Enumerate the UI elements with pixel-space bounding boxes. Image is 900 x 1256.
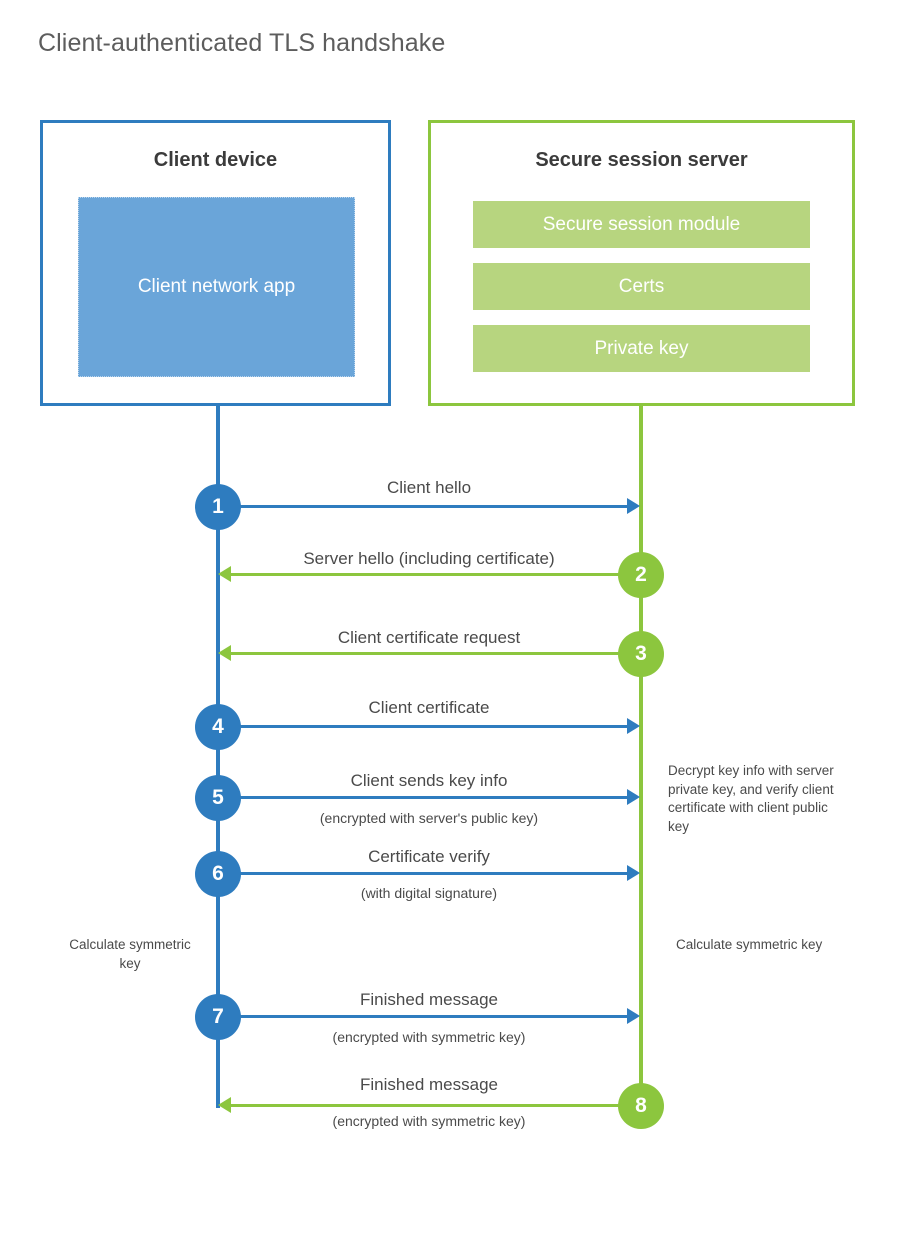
- server-decrypt-note: Decrypt key info with server private key…: [668, 763, 834, 834]
- step-5-sublabel: (encrypted with server's public key): [319, 810, 539, 826]
- step-6-sublabel: (with digital signature): [360, 885, 498, 901]
- client-network-app-box: Client network app: [78, 197, 355, 377]
- step-3-label: Client certificate request: [337, 628, 521, 647]
- step-4-arrow-head-right-icon: [627, 718, 640, 734]
- step-6-arrow-head-right-icon: [627, 865, 640, 881]
- step-8-sublabel: (encrypted with symmetric key): [332, 1113, 526, 1129]
- step-5-arrow-head-right-icon: [627, 789, 640, 805]
- client-device-title: Client device: [153, 149, 278, 171]
- server-component-secure-session-module: Secure session module: [473, 201, 810, 248]
- step-2-circle[interactable]: 2: [618, 552, 664, 598]
- server-component-private-key: Private key: [473, 325, 810, 372]
- step-1-label: Client hello: [386, 478, 472, 497]
- step-3-arrow-line: [231, 652, 641, 655]
- step-5-circle[interactable]: 5: [195, 775, 241, 821]
- step-3-circle[interactable]: 3: [618, 631, 664, 677]
- step-2-arrow-head-left-icon: [218, 566, 231, 582]
- step-6-label: Certificate verify: [368, 847, 490, 866]
- secure-session-server-box: Secure session server Secure session mod…: [428, 120, 855, 406]
- server-calculate-symmetric-key-note: Calculate symmetric key: [676, 937, 823, 952]
- step-5-arrow-line: [218, 796, 627, 799]
- step-4-circle[interactable]: 4: [195, 704, 241, 750]
- step-6-circle[interactable]: 6: [195, 851, 241, 897]
- step-8-label: Finished message: [360, 1075, 498, 1094]
- step-1-circle[interactable]: 1: [195, 484, 241, 530]
- step-5-label: Client sends key info: [350, 771, 508, 790]
- page-title: Client-authenticated TLS handshake: [38, 29, 446, 57]
- step-7-arrow-head-right-icon: [627, 1008, 640, 1024]
- step-1-arrow-line: [218, 505, 627, 508]
- step-2-arrow-line: [231, 573, 641, 576]
- step-1-arrow-head-right-icon: [627, 498, 640, 514]
- step-3-arrow-head-left-icon: [218, 645, 231, 661]
- step-8-circle[interactable]: 8: [618, 1083, 664, 1129]
- step-4-label: Client certificate: [368, 698, 490, 717]
- client-calculate-symmetric-key-note: Calculate symmetric key: [69, 937, 191, 971]
- client-lifeline: [216, 403, 220, 1108]
- step-8-arrow-head-left-icon: [218, 1097, 231, 1113]
- server-component-certs: Certs: [473, 263, 810, 310]
- step-8-arrow-line: [231, 1104, 641, 1107]
- step-7-circle[interactable]: 7: [195, 994, 241, 1040]
- step-7-arrow-line: [218, 1015, 627, 1018]
- client-device-box: Client device Client network app: [40, 120, 391, 406]
- step-7-label: Finished message: [360, 990, 498, 1009]
- step-2-label: Server hello (including certificate): [303, 549, 555, 568]
- step-7-sublabel: (encrypted with symmetric key): [332, 1029, 526, 1045]
- secure-session-server-title: Secure session server: [535, 149, 748, 171]
- step-4-arrow-line: [218, 725, 627, 728]
- server-lifeline: [639, 403, 643, 1108]
- step-6-arrow-line: [218, 872, 627, 875]
